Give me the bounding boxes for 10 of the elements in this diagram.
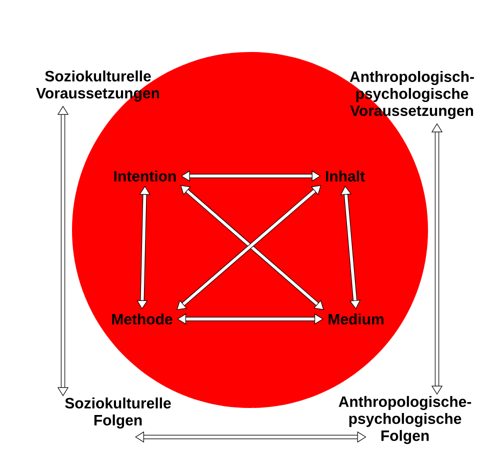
double-arrow bbox=[136, 186, 150, 310]
node-label: Soziokulturelle Folgen bbox=[65, 397, 171, 429]
node-label: Medium bbox=[328, 314, 384, 324]
double-arrow bbox=[135, 431, 366, 443]
node-label: Inhalt bbox=[326, 170, 365, 182]
node-label: Intention bbox=[114, 170, 176, 182]
double-arrow bbox=[340, 186, 361, 310]
double-arrow bbox=[177, 313, 324, 325]
node-label: Anthropologische-psychologische Folgen bbox=[338, 396, 472, 444]
node-label: Methode bbox=[112, 314, 172, 324]
